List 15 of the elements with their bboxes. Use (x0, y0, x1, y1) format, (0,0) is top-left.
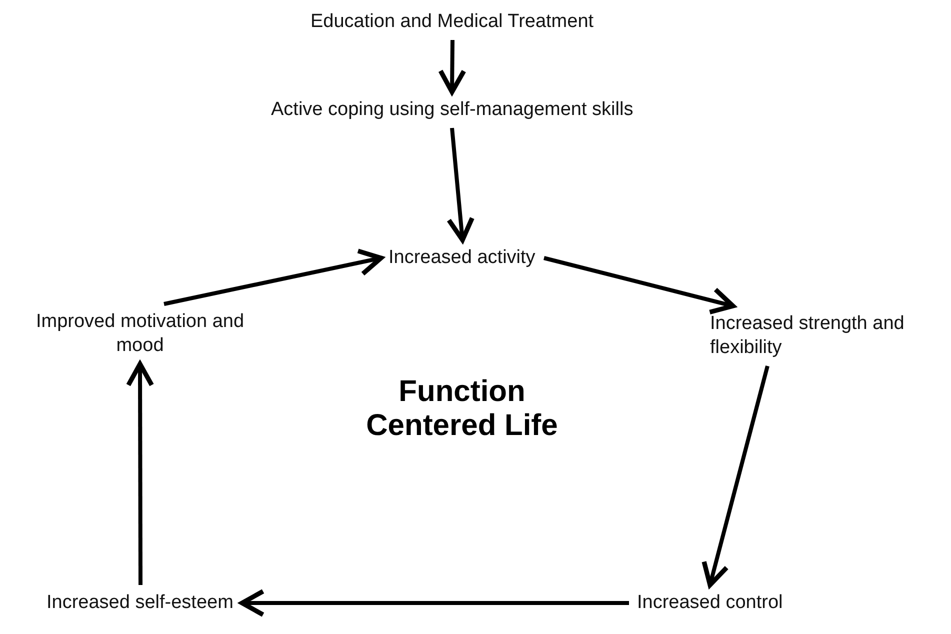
arrow (164, 248, 384, 306)
step-text: Active coping using self-management skills (271, 98, 634, 122)
arrow (126, 362, 154, 585)
step-text: Increased control (637, 591, 783, 615)
step-text: Education and Medical Treatment (310, 10, 594, 34)
arrow (240, 589, 629, 617)
arrow (544, 256, 736, 314)
arrow (438, 40, 466, 94)
center-title: Function Centered Life (365, 375, 559, 443)
step-text: Increased strength and flexibility (710, 312, 940, 360)
arrow (446, 128, 474, 242)
step-text: Improved motivation and mood (20, 310, 260, 358)
step-text: Increased self-esteem (46, 591, 234, 615)
step-text: Increased activity (388, 246, 536, 270)
arrow (702, 366, 770, 588)
